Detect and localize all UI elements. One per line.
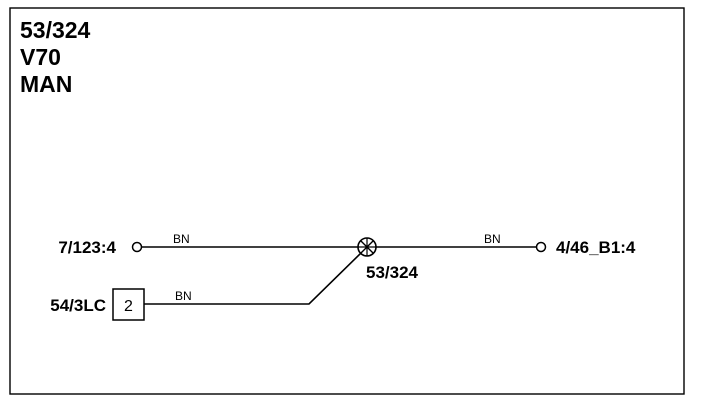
- wire-bottom-left: [144, 252, 362, 305]
- wire-label-bottom-left: BN: [175, 289, 192, 303]
- terminal-left-top: [131, 241, 143, 253]
- title-line-1: 53/324: [20, 17, 91, 43]
- wire-label-right: BN: [484, 232, 501, 246]
- terminal-right: [535, 241, 547, 253]
- connector-right: 4/46_B1:4: [556, 238, 636, 257]
- junction-label: 53/324: [366, 263, 419, 282]
- pin-number: 2: [124, 298, 133, 315]
- wire-label-top-left: BN: [173, 232, 190, 246]
- diagram-frame: [9, 7, 685, 395]
- connector-left-bottom: 54/3LC: [50, 296, 106, 315]
- connector-left-top: 7/123:4: [58, 238, 116, 257]
- junction-splice-icon: [357, 237, 377, 257]
- title-line-2: V70: [20, 44, 61, 70]
- title-line-3: MAN: [20, 71, 72, 97]
